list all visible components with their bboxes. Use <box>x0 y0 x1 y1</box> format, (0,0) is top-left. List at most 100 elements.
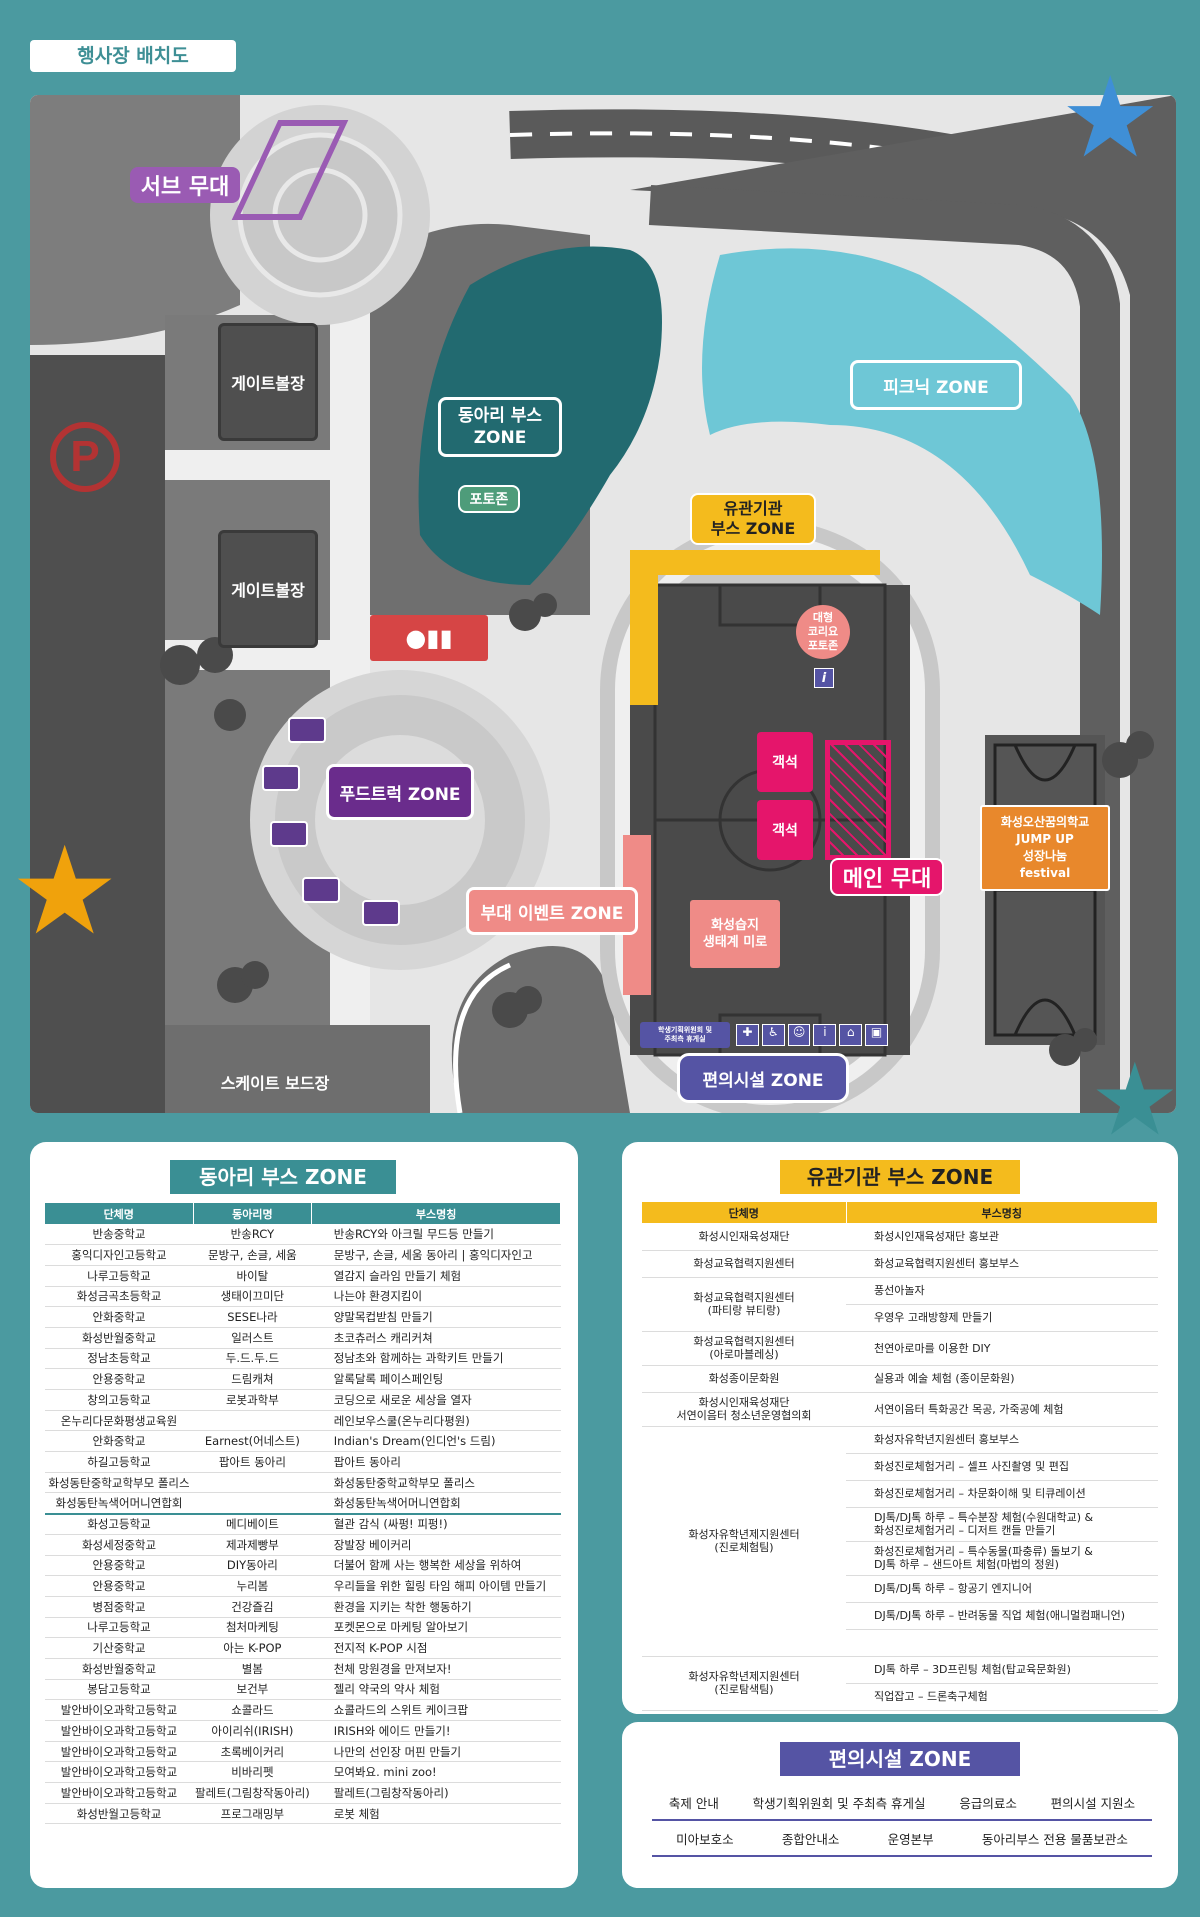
food-truck-icon <box>302 877 340 903</box>
picnic-zone-label: 피크닉 ZONE <box>850 360 1022 410</box>
star-icon: ★ <box>1090 1041 1180 1158</box>
club-booth-cell: IRISH와 에이드 만들기! <box>311 1720 561 1742</box>
org-name-cell: 화성자유학년제지원센터 (진로탐색팀) <box>642 1656 846 1711</box>
club-org-cell: 발안바이오과학고등학교 <box>45 1761 193 1784</box>
table-row: 화성교육협력지원센터 (아로마블레싱)천연아로마를 이용한 DIY <box>642 1331 1158 1366</box>
food-truck-icon <box>262 765 300 791</box>
org-name-cell: 화성교육협력지원센터 (아로마블레싱) <box>642 1331 846 1366</box>
wetland-maze-label: 화성습지 생태계 미로 <box>690 900 780 968</box>
club-org-cell: 안용중학교 <box>45 1575 193 1597</box>
medical-icon: ✚ <box>736 1024 759 1046</box>
club-name-cell: 팔레트(그림창작동아리) <box>193 1782 312 1804</box>
club-org-cell: 기산중학교 <box>45 1637 193 1659</box>
club-org-cell: 반송중학교 <box>45 1224 193 1246</box>
table-row: 직업잡고 – 드론축구체험 <box>642 1683 1158 1711</box>
club-booth-cell: 팔레트(그림창작동아리) <box>311 1782 561 1804</box>
club-booth-cell: 더불어 함께 사는 행복한 세상을 위하여 <box>311 1555 561 1577</box>
club-col-booth: 부스명칭 <box>311 1203 561 1224</box>
club-org-cell: 화성반월중학교 <box>45 1658 193 1680</box>
club-name-cell: 일러스트 <box>193 1327 312 1349</box>
info-icon: i <box>814 668 834 688</box>
org-booth-cell: DJ톡/DJ톡 하루 – 항공기 엔지니어 <box>846 1575 1158 1603</box>
club-booth-cell: 천체 망원경을 만져보자! <box>311 1658 561 1680</box>
main-stage-label: 메인 무대 <box>830 858 944 896</box>
club-booth-cell: 문방구, 손글, 세움 동아리 | 홍익디자인고 <box>311 1244 561 1266</box>
jump-up-festival-label: 화성오산꿈의학교 JUMP UP 성장나눔 festival <box>980 805 1110 891</box>
food-truck-icon <box>362 900 400 926</box>
club-org-cell: 발안바이오과학고등학교 <box>45 1782 193 1804</box>
club-name-cell: Earnest(어네스트) <box>193 1430 312 1453</box>
club-name-cell: 제과제빵부 <box>193 1534 312 1556</box>
club-org-cell: 화성세정중학교 <box>45 1534 193 1556</box>
convenience-zone-label: 편의시설 ZONE <box>677 1053 849 1103</box>
club-org-cell: 나루고등학교 <box>45 1617 193 1639</box>
club-name-cell <box>193 1472 312 1494</box>
venue-map: P 서브 무대 게이트볼장 게이트볼장 동아리 부스 ZONE 포토존 피크닉 … <box>30 95 1176 1113</box>
org-booth-cell: 화성자유학년지원센터 홍보부스 <box>846 1426 1158 1454</box>
club-org-cell: 병점중학교 <box>45 1596 193 1618</box>
club-name-cell <box>193 1410 312 1432</box>
club-booth-cell: 장발장 베이커리 <box>311 1534 561 1556</box>
table-row: DJ톡/DJ톡 하루 – 항공기 엔지니어 <box>642 1575 1158 1603</box>
gate-ball-court-1: 게이트볼장 <box>218 323 318 441</box>
accessible-icon: ♿ <box>761 1024 785 1046</box>
club-org-cell: 발안바이오과학고등학교 <box>45 1741 193 1763</box>
facility-item: 종합안내소 <box>781 1831 840 1847</box>
club-name-cell: 문방구, 손글, 세움 <box>193 1244 312 1266</box>
club-org-cell: 창의고등학교 <box>45 1389 193 1411</box>
club-name-cell: 누리봄 <box>193 1575 312 1597</box>
table-row: 화성자유학년제지원센터 (진로탐색팀)DJ톡 하루 – 3D프린팅 체험(탑교육… <box>642 1656 1158 1711</box>
club-org-cell: 홍익디자인고등학교 <box>45 1244 193 1266</box>
org-zone-label: 유관기관 부스 ZONE <box>690 493 816 545</box>
club-booth-cell: 반송RCY와 아크릴 무드등 만들기 <box>311 1224 561 1246</box>
club-org-cell: 안용중학교 <box>45 1555 193 1577</box>
org-zone-title: 유관기관 부스 ZONE <box>780 1160 1020 1194</box>
club-name-cell: DIY동아리 <box>193 1555 312 1577</box>
club-name-cell: 별봄 <box>193 1658 312 1680</box>
table-row: 우영우 고래방향제 만들기 <box>642 1304 1158 1332</box>
club-booth-cell: 열감지 슬라임 만들기 체험 <box>311 1265 561 1287</box>
club-booth-cell: 전지적 K-POP 시점 <box>311 1637 561 1659</box>
club-org-cell: 정남초등학교 <box>45 1348 193 1370</box>
club-name-cell: 드림캐쳐 <box>193 1368 312 1390</box>
club-org-cell: 온누리다문화평생교육원 <box>45 1410 193 1432</box>
org-booth-cell: DJ톡 하루 – 3D프린팅 체험(탑교육문화원) <box>846 1656 1158 1684</box>
table-row: 화성진로체험거리 – 셀프 사진촬영 및 편집 <box>642 1453 1158 1481</box>
club-name-cell: 보건부 <box>193 1679 312 1701</box>
org-booth-cell: 화성진로체험거리 – 셀프 사진촬영 및 편집 <box>846 1453 1158 1481</box>
club-booth-cell: 로봇 체험 <box>311 1803 561 1825</box>
org-booth-cell: 실용과 예술 체험 (종이문화원) <box>846 1365 1158 1393</box>
table-row <box>642 1629 1158 1657</box>
org-name-cell: 화성교육협력지원센터 <box>642 1250 846 1278</box>
club-name-cell: 아는 K-POP <box>193 1637 312 1659</box>
facility-row: 미아보호소 종합안내소 운영본부 동아리부스 전용 물품보관소 <box>652 1821 1152 1857</box>
club-org-cell: 화성반월중학교 <box>45 1327 193 1349</box>
org-name-cell: 화성시인재육성재단 서연이음터 청소년운영협의회 <box>642 1392 846 1427</box>
food-truck-zone-label: 푸드트럭 ZONE <box>326 764 474 820</box>
table-row: DJ톡/DJ톡 하루 – 반려동물 직업 체험(애니멀컴패니언) <box>642 1602 1158 1630</box>
club-org-cell: 화성고등학교 <box>45 1513 193 1535</box>
club-col-club: 동아리명 <box>193 1203 313 1224</box>
org-booth-cell: 천연아로마를 이용한 DIY <box>846 1331 1158 1366</box>
club-org-cell: 발안바이오과학고등학교 <box>45 1699 193 1721</box>
facility-item: 편의시설 지원소 <box>1050 1795 1136 1811</box>
club-booth-cell: 환경을 지키는 착한 행동하기 <box>311 1596 561 1618</box>
